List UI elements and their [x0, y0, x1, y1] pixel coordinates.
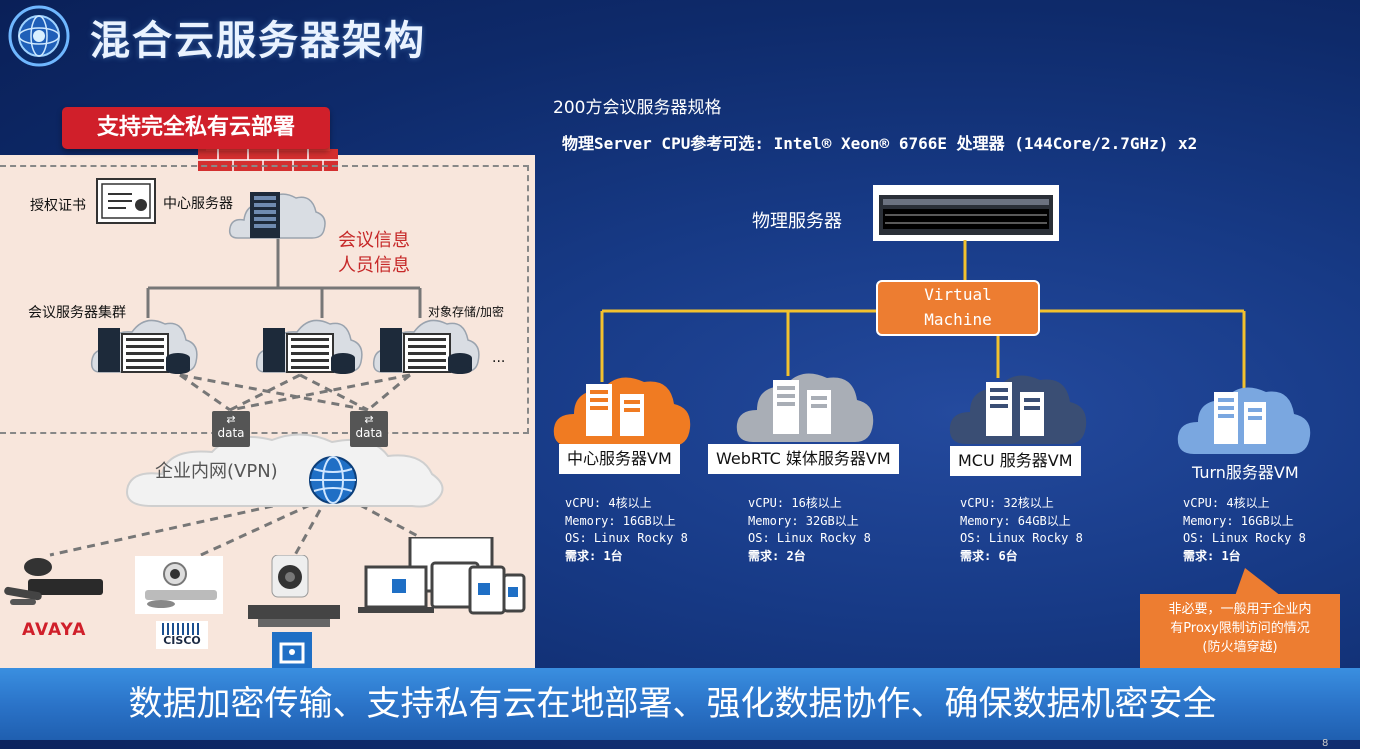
mcu-vm-cloud-icon [949, 375, 1087, 444]
mcu-vm-label: MCU 服务器VM [950, 446, 1081, 476]
avaya-logo: AVAYA [22, 620, 87, 640]
central-vm-label: 中心服务器VM [559, 444, 680, 474]
logo-globe-icon [8, 5, 70, 67]
spec-os: OS: Linux Rocky 8 [748, 531, 871, 545]
spec-os: OS: Linux Rocky 8 [960, 531, 1083, 545]
webrtc-vm-label: WebRTC 媒体服务器VM [708, 444, 899, 474]
intranet-cloud-icon [126, 433, 444, 508]
license-label: 授权证书 [30, 198, 86, 214]
spec-need: 需求: 1台 [565, 548, 623, 563]
spec-title: 200方会议服务器规格 [553, 98, 722, 118]
spec-need: 需求: 1台 [1183, 548, 1241, 563]
spec-need: 需求: 2台 [748, 548, 806, 563]
cisco-logo-text: CISCO [163, 634, 201, 647]
spec-need: 需求: 6台 [960, 548, 1018, 563]
physical-server-label: 物理服务器 [752, 211, 842, 232]
page-number: 8 [1322, 738, 1329, 749]
cluster-server-1-icon [90, 319, 198, 374]
cisco-logo: CISCO [156, 621, 208, 649]
bottom-banner [0, 668, 1360, 740]
spec-cpu: vCPU: 4核以上 [565, 496, 652, 510]
webrtc-vm-cloud-icon [736, 373, 874, 442]
meeting-info-label: 会议信息 [338, 230, 410, 251]
data-switch-2-icon: ⇄ data [350, 411, 388, 447]
spec-memory: Memory: 16GB以上 [1183, 513, 1294, 528]
cpu-spec-line: 物理Server CPU参考可选: Intel® Xeon® 6766E 处理器… [562, 134, 1198, 153]
turn-note-callout: 非必要，一般用于企业内 有Proxy限制访问的情况 (防火墙穿越) [1140, 594, 1340, 668]
private-cloud-boundary [0, 165, 529, 434]
note-line2: 有Proxy限制访问的情况 [1170, 621, 1310, 636]
virtual-machine-box: Virtual Machine [876, 280, 1040, 336]
central-vm-cloud-icon [553, 377, 691, 446]
turn-vm-spec: vCPU: 4核以上 Memory: 16GB以上 OS: Linux Rock… [1183, 495, 1306, 565]
turn-vm-label: Turn服务器VM [1192, 463, 1299, 482]
ellipsis-label: ... [492, 350, 506, 366]
avaya-endpoint-icon [4, 558, 103, 605]
object-storage-label: 对象存储/加密 [428, 305, 505, 319]
ptz-camera-endpoint-icon [248, 555, 340, 627]
spec-os: OS: Linux Rocky 8 [565, 531, 688, 545]
spec-memory: Memory: 16GB以上 [565, 513, 676, 528]
turn-vm-cloud-icon [1177, 387, 1311, 454]
app-logo-icon [272, 632, 312, 672]
spec-cpu: vCPU: 4核以上 [1183, 496, 1270, 510]
mcu-vm-spec: vCPU: 32核以上 Memory: 64GB以上 OS: Linux Roc… [960, 495, 1083, 565]
intranet-label: 企业内网(VPN) [155, 461, 278, 482]
data-switch-2-label: data [355, 426, 383, 440]
note-callout-pointer [1235, 568, 1281, 596]
note-line1: 非必要，一般用于企业内 [1168, 602, 1312, 617]
note-line3: (防火墙穿越) [1202, 640, 1278, 655]
webrtc-vm-spec: vCPU: 16核以上 Memory: 32GB以上 OS: Linux Roc… [748, 495, 871, 565]
bottom-banner-text: 数据加密传输、支持私有云在地部署、强化数据协作、确保数据机密安全 [128, 684, 1217, 724]
vm-box-line1: Virtual [924, 285, 992, 304]
central-server-label: 中心服务器 [163, 196, 233, 212]
server-cluster-label: 会议服务器集群 [28, 305, 126, 321]
spec-cpu: vCPU: 16核以上 [748, 496, 842, 510]
page-title: 混合云服务器架构 [90, 18, 426, 64]
spec-memory: Memory: 64GB以上 [960, 513, 1071, 528]
private-cloud-badge: 支持完全私有云部署 [62, 107, 330, 149]
multi-device-endpoint-icon [358, 537, 526, 615]
central-server-icon [228, 192, 326, 239]
globe-icon [309, 456, 357, 504]
spec-cpu: vCPU: 32核以上 [960, 496, 1054, 510]
cisco-endpoint-icon [135, 556, 223, 614]
data-switch-1-icon: ⇄ data [212, 411, 250, 447]
cluster-server-3-icon [372, 319, 480, 374]
physical-server-icon [873, 185, 1059, 241]
data-switch-1-label: data [217, 426, 245, 440]
vm-box-line2: Machine [924, 310, 992, 329]
certificate-icon [96, 178, 156, 224]
left-network-lines [49, 236, 441, 562]
cluster-server-2-icon [255, 319, 363, 374]
personnel-info-label: 人员信息 [338, 255, 410, 276]
spec-memory: Memory: 32GB以上 [748, 513, 859, 528]
right-edge-strip [1360, 0, 1374, 749]
spec-os: OS: Linux Rocky 8 [1183, 531, 1306, 545]
vm-tree-lines [600, 240, 1246, 388]
central-vm-spec: vCPU: 4核以上 Memory: 16GB以上 OS: Linux Rock… [565, 495, 688, 565]
